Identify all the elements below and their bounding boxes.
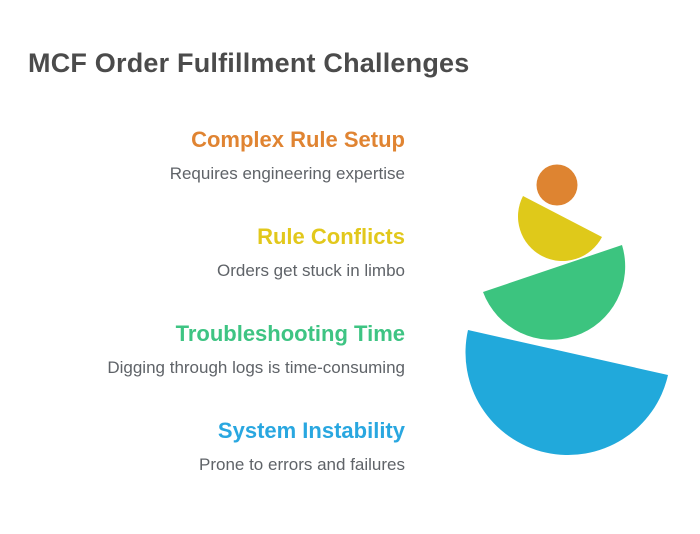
- orange-circle: [536, 164, 578, 206]
- challenge-description: Digging through logs is time-consuming: [107, 358, 405, 377]
- challenge-label: Troubleshooting Time: [175, 321, 405, 346]
- challenge-label: Rule Conflicts: [257, 224, 405, 249]
- challenge-list: Complex Rule Setup Requires engineering …: [0, 126, 405, 514]
- challenge-item-troubleshooting-time: Troubleshooting Time Digging through log…: [0, 320, 405, 379]
- challenge-description: Requires engineering expertise: [169, 164, 405, 183]
- blue-semicircle: [465, 330, 668, 456]
- page-title: MCF Order Fulfillment Challenges: [28, 48, 470, 79]
- challenge-description: Orders get stuck in limbo: [216, 261, 405, 280]
- green-semicircle: [483, 245, 626, 340]
- challenge-item-system-instability: System Instability Prone to errors and f…: [0, 417, 405, 476]
- challenge-description: Prone to errors and failures: [199, 455, 405, 474]
- challenge-item-complex-rule-setup: Complex Rule Setup Requires engineering …: [0, 126, 405, 185]
- challenge-label: Complex Rule Setup: [191, 127, 405, 152]
- challenge-label: System Instability: [217, 418, 405, 443]
- challenge-item-rule-conflicts: Rule Conflicts Orders get stuck in limbo: [0, 223, 405, 282]
- balance-stack-illustration: [465, 164, 668, 456]
- yellow-semicircle: [517, 196, 602, 262]
